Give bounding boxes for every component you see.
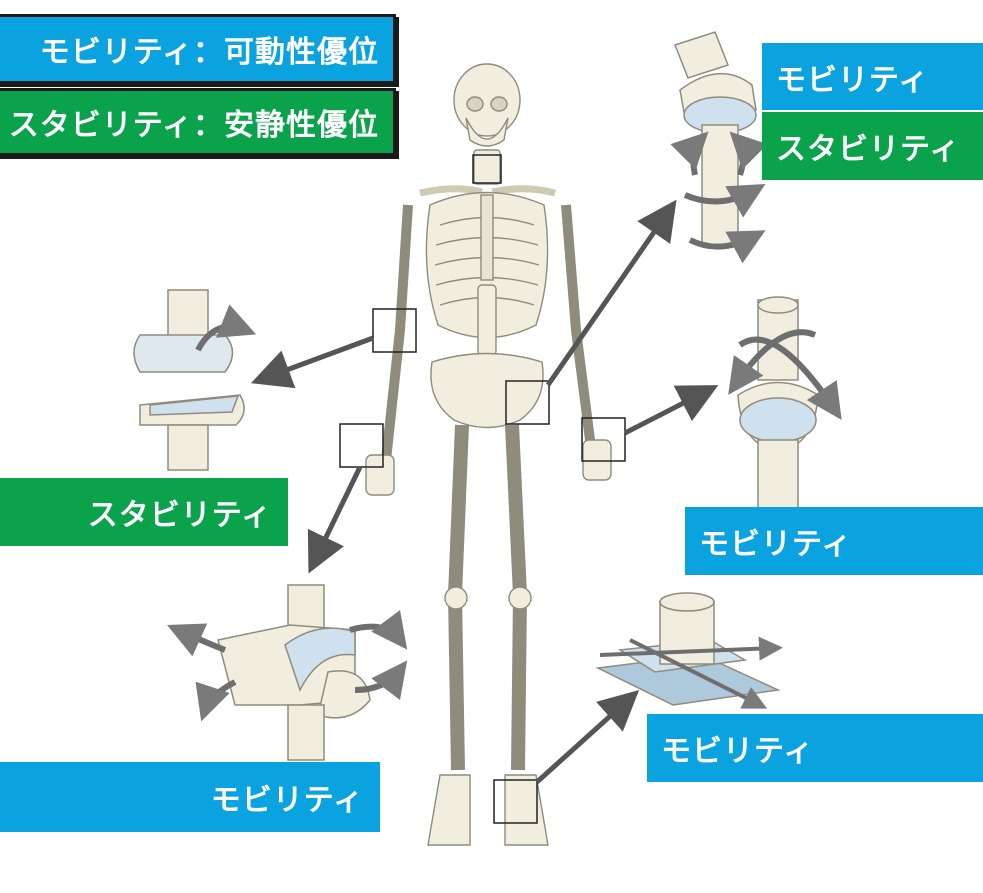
- joint-boxes: [339, 154, 626, 824]
- legend-stability-text: スタビリティ：安静性優位: [8, 108, 379, 143]
- label-condyloid-mobility: モビリティ: [685, 507, 983, 575]
- arrow-to-saddle: [307, 465, 363, 574]
- label-plane-mobility: モビリティ: [647, 714, 983, 782]
- condyloid-joint: [728, 296, 842, 509]
- ball-socket-joint: [670, 31, 768, 264]
- arrow-to-hinge: [250, 335, 374, 389]
- label-ball-socket-mobility-text: モビリティ: [776, 62, 930, 98]
- label-plane-mobility-text: モビリティ: [661, 734, 815, 769]
- label-ball-socket-stability: スタビリティ: [762, 112, 983, 180]
- neck-box: [472, 154, 502, 184]
- legend-stability: スタビリティ：安静性優位: [0, 88, 396, 156]
- elbow-box: [372, 308, 417, 353]
- label-ball-socket-stability-text: スタビリティ: [776, 132, 961, 167]
- label-condyloid-mobility-text: モビリティ: [699, 527, 853, 562]
- hip-box: [505, 380, 550, 425]
- arrow-to-condyloid: [623, 385, 719, 436]
- label-hinge-stability: スタビリティ: [0, 478, 288, 546]
- skeleton-figure: [365, 63, 612, 846]
- wrist-right-box: [581, 417, 626, 462]
- arrow-to-ball-socket: [545, 199, 677, 387]
- saddle-joint: [167, 584, 408, 761]
- foot-box: [493, 779, 538, 824]
- hinge-joint: [133, 289, 257, 471]
- wrist-left-box: [339, 423, 384, 468]
- label-ball-socket-mobility: モビリティ: [762, 43, 983, 110]
- legend-mobility: モビリティ：可動性優位: [0, 14, 396, 84]
- label-saddle-mobility: モビリティ: [0, 762, 380, 832]
- arrow-to-plane: [535, 689, 640, 784]
- legend-mobility-text: モビリティ：可動性優位: [39, 35, 379, 70]
- label-saddle-mobility-text: モビリティ: [210, 783, 364, 818]
- label-hinge-stability-text: スタビリティ: [87, 498, 272, 533]
- plane-joint: [595, 592, 783, 709]
